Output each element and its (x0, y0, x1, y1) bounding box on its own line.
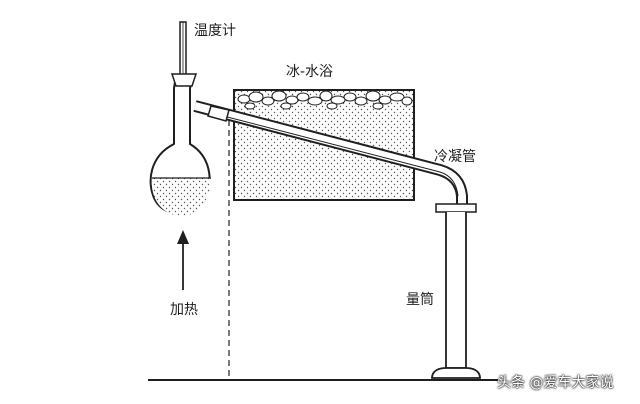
ice-chunks (237, 90, 413, 110)
heating-arrow (177, 230, 189, 290)
heating-label: 加热 (170, 302, 198, 318)
graduated-cylinder (431, 203, 481, 379)
ice-water-bath (233, 89, 415, 201)
thermometer-label: 温度计 (194, 23, 236, 39)
flask-liquid (151, 178, 211, 216)
graduated-cylinder-label: 量筒 (406, 292, 434, 308)
source-watermark: 头条 @爱车大家说 (497, 375, 614, 391)
ice-water-bath-label: 冰-水浴 (286, 64, 334, 80)
distilling-flask (149, 73, 211, 216)
condenser-tube (193, 100, 468, 210)
condenser-label: 冷凝管 (434, 149, 476, 165)
